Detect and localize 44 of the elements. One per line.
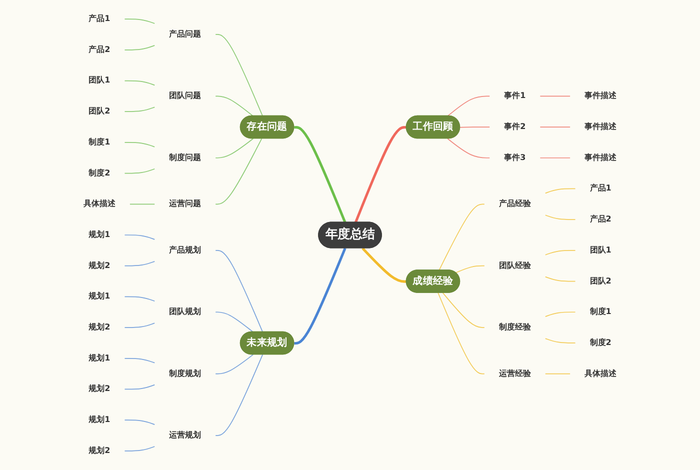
connector	[354, 126, 407, 223]
connector	[124, 358, 156, 364]
connector	[460, 126, 490, 128]
connector	[294, 248, 346, 345]
connector	[124, 80, 156, 86]
connector	[215, 354, 254, 374]
connector	[544, 312, 576, 317]
connector	[438, 292, 485, 374]
connector	[544, 373, 570, 374]
connector	[544, 276, 576, 282]
connector	[215, 354, 264, 436]
connector	[215, 312, 254, 333]
connector	[130, 204, 156, 205]
connector	[215, 138, 254, 158]
connector	[294, 126, 346, 223]
connector	[124, 420, 156, 425]
connector	[438, 204, 485, 271]
connector	[544, 188, 576, 194]
connector	[124, 168, 156, 174]
connector	[540, 157, 570, 158]
connector	[124, 18, 156, 24]
connector	[544, 250, 576, 256]
connector	[442, 292, 485, 328]
connector	[124, 296, 156, 302]
connector	[124, 384, 156, 390]
connector	[124, 106, 156, 112]
connector	[124, 45, 156, 50]
connector	[540, 126, 570, 128]
connector	[447, 138, 490, 158]
connector	[124, 260, 156, 266]
connector	[544, 338, 576, 344]
connector	[124, 446, 156, 452]
connector	[455, 265, 485, 274]
connector	[215, 138, 262, 205]
connector	[124, 322, 156, 328]
connector	[215, 250, 264, 333]
connector	[544, 214, 576, 220]
connector	[124, 234, 156, 240]
connector	[540, 96, 570, 97]
connector	[124, 142, 156, 148]
connector	[447, 96, 490, 117]
connector	[362, 247, 407, 283]
connector	[215, 34, 264, 117]
connector	[215, 96, 254, 117]
